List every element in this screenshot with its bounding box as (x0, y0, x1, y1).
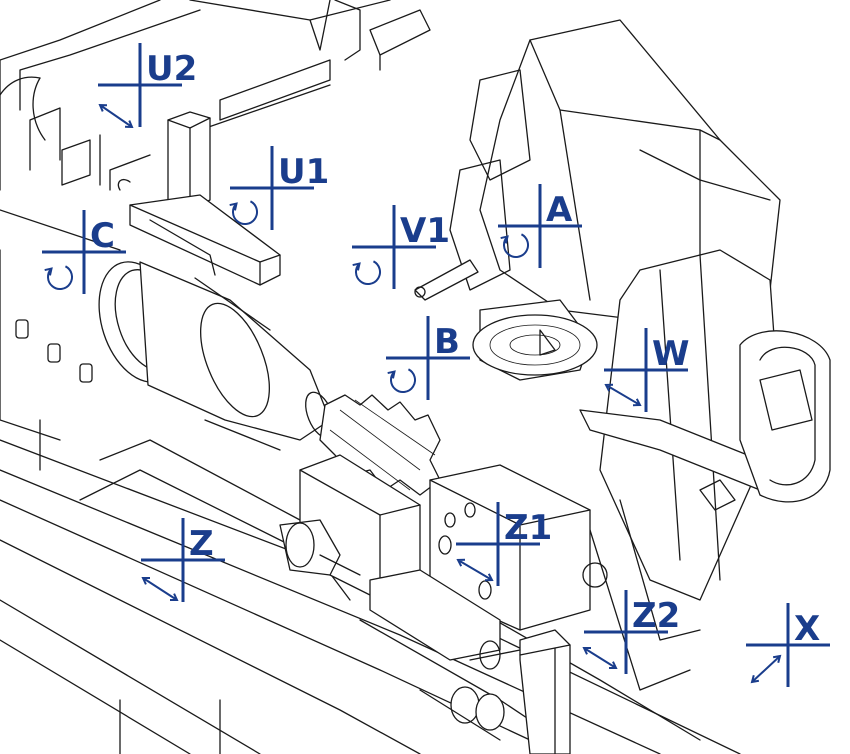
axis-label-z: Z (189, 524, 214, 564)
axis-marker-x: X (746, 603, 830, 687)
axis-marker-u1: U1 (229, 146, 329, 230)
linear-motion-arrow-icon (98, 103, 134, 129)
axis-label-b: B (434, 322, 460, 362)
axis-label-z2: Z2 (632, 596, 680, 636)
axis-label-u2: U2 (146, 49, 197, 89)
dressing-unit (579, 249, 831, 691)
axis-marker-c: C (42, 210, 126, 294)
rotation-arrow-icon (352, 260, 381, 285)
linear-motion-arrow-icon (141, 576, 179, 602)
axis-label-a: A (546, 190, 573, 230)
axis-marker-z: Z (141, 518, 225, 602)
axis-label-z1: Z1 (504, 508, 552, 548)
axis-label-w: W (652, 334, 690, 374)
rotation-arrow-icon (229, 200, 258, 225)
rotation-arrow-icon (44, 265, 73, 290)
axis-marker-a: A (498, 184, 582, 268)
axis-label-u1: U1 (278, 152, 329, 192)
linear-motion-arrow-icon (456, 558, 494, 582)
grinding-head (414, 19, 781, 381)
axis-label-c: C (90, 216, 115, 256)
axis-marker-z2: Z2 (582, 590, 680, 674)
linear-motion-arrow-icon (582, 646, 618, 670)
z2-tailstock (419, 629, 571, 754)
machine-bed (0, 419, 741, 754)
axis-label-v1: V1 (400, 211, 450, 251)
axis-marker-u2: U2 (98, 43, 197, 129)
axis-label-x: X (794, 609, 820, 649)
axis-marker-z1: Z1 (456, 502, 552, 586)
linear-motion-arrow-icon (750, 654, 782, 684)
rotation-arrow-icon (387, 368, 416, 393)
axis-marker-b: B (386, 316, 470, 400)
tailstock-block (279, 454, 608, 661)
linear-motion-arrow-icon (604, 383, 642, 407)
loader-arm (117, 111, 281, 286)
rotation-arrow-icon (500, 233, 529, 258)
top-housing (0, 0, 431, 191)
axis-marker-v1: V1 (352, 205, 450, 289)
spindle-assembly (98, 261, 471, 501)
axis-marker-w: W (604, 328, 690, 412)
